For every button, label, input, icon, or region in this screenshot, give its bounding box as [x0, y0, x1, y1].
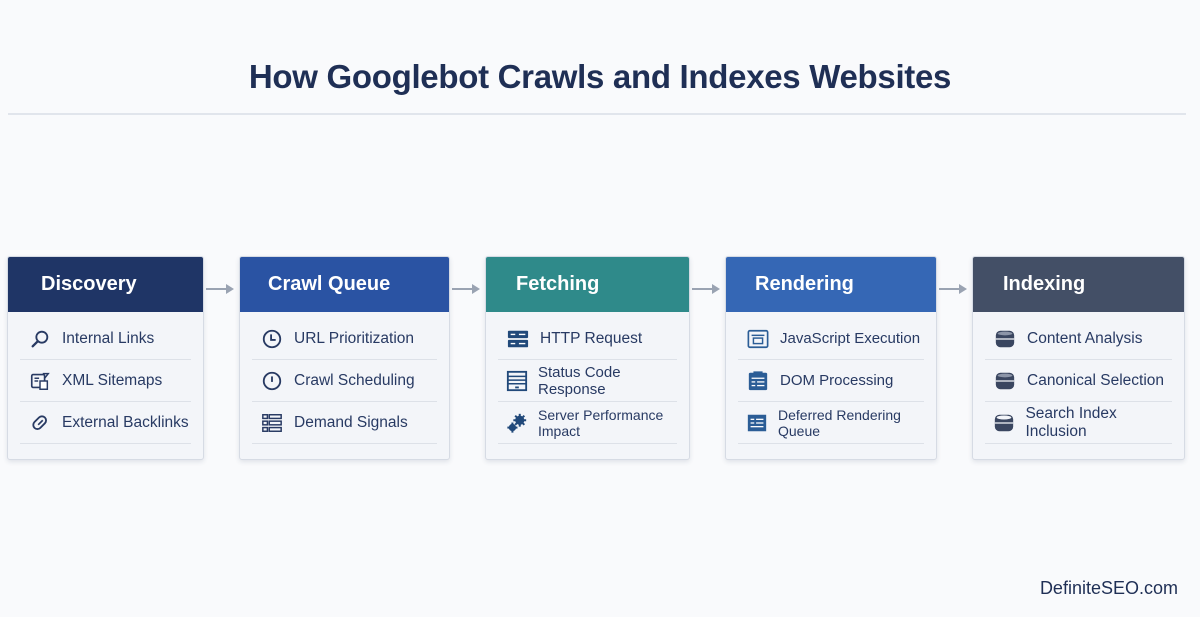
brand-watermark: DefiniteSEO.com: [1039, 578, 1178, 598]
title-divider: [8, 113, 1186, 115]
response-document-icon: [506, 370, 528, 392]
list-item: Deferred Rendering Queue: [738, 402, 924, 444]
stage-title: Indexing: [1003, 273, 1086, 295]
list-item: Canonical Selection: [985, 360, 1172, 402]
stage-title: Fetching: [516, 273, 600, 295]
list-item: URL Prioritization: [252, 318, 437, 360]
stage-header-discovery: Discovery: [8, 257, 203, 312]
database-icon: [993, 370, 1017, 392]
clock-icon: [260, 370, 284, 392]
flow-arrow: [206, 284, 234, 294]
list-item: External Backlinks: [20, 402, 191, 444]
stage-title: Rendering: [755, 273, 854, 295]
queue-list-icon: [746, 412, 768, 434]
link-chain-icon: [28, 412, 52, 434]
page-title: How Googlebot Crawls and Indexes Website…: [248, 58, 952, 95]
stage-title: Crawl Queue: [268, 273, 391, 295]
list-item: DOM Processing: [738, 360, 924, 402]
stage-header-fetching: Fetching: [486, 257, 689, 312]
list-item: JavaScript Execution: [738, 318, 924, 360]
list-grid-icon: [260, 412, 284, 434]
gears-icon: [506, 412, 528, 434]
stage-header-crawl-queue: Crawl Queue: [240, 257, 449, 312]
stage-header-indexing: Indexing: [973, 257, 1184, 312]
stage-fetching: Fetching HTTP Request Status Code Respon…: [485, 256, 690, 460]
stage-crawl-queue: Crawl Queue URL Prioritization Crawl Sch…: [239, 256, 450, 460]
clock-icon: [260, 328, 284, 350]
sitemap-document-icon: [28, 370, 52, 392]
list-item: Server Performance Impact: [498, 402, 677, 444]
list-item: Search Index Inclusion: [985, 402, 1172, 444]
stage-header-rendering: Rendering: [726, 257, 936, 312]
stage-rendering: Rendering JavaScript Execution DOM Proce…: [725, 256, 937, 460]
list-item: Status Code Response: [498, 360, 677, 402]
stage-discovery: Discovery Internal Links XML Sitemaps Ex…: [7, 256, 204, 460]
flow-arrow: [692, 284, 720, 294]
list-item: Demand Signals: [252, 402, 437, 444]
list-item: Crawl Scheduling: [252, 360, 437, 402]
list-item: XML Sitemaps: [20, 360, 191, 402]
list-item: HTTP Request: [498, 318, 677, 360]
browser-window-icon: [746, 328, 770, 350]
magnifier-icon: [28, 328, 52, 350]
flow-arrow: [452, 284, 480, 294]
server-icon: [506, 328, 530, 350]
list-item: Internal Links: [20, 318, 191, 360]
database-icon: [993, 328, 1017, 350]
stage-indexing: Indexing Content Analysis Canonical Sele…: [972, 256, 1185, 460]
list-item: Content Analysis: [985, 318, 1172, 360]
stage-title: Discovery: [41, 273, 137, 295]
database-icon: [993, 412, 1015, 434]
dom-document-icon: [746, 370, 770, 392]
flow-arrow: [939, 284, 967, 294]
